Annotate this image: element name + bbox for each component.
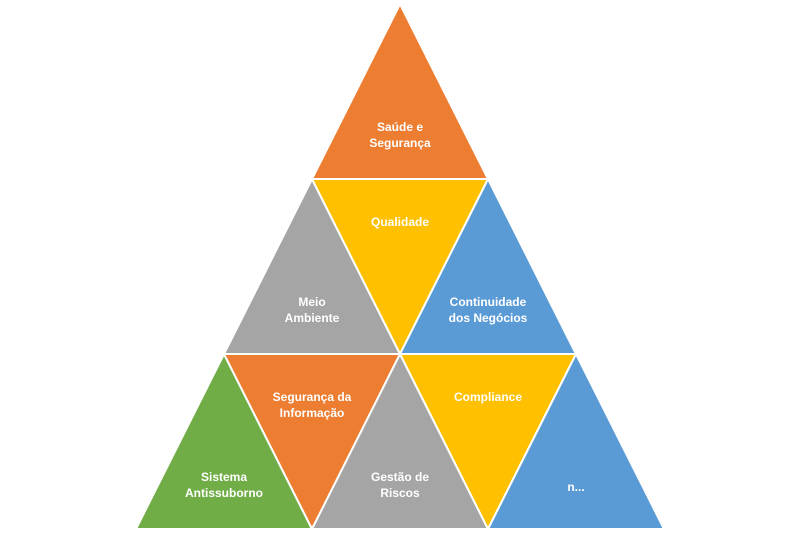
label-saude-seguranca: Saúde e Segurança — [369, 120, 431, 150]
label-continuidade-negocios: Continuidade dos Negócios — [448, 295, 528, 325]
label-sistema-antissuborno: Sistema Antissuborno — [185, 470, 263, 500]
label-more: n... — [567, 480, 585, 494]
label-compliance: Compliance — [453, 390, 522, 404]
label-meio-ambiente: Meio Ambiente — [284, 295, 340, 325]
tile-saude-seguranca — [310, 1, 490, 180]
label-qualidade: Qualidade — [370, 215, 429, 229]
label-gestao-riscos: Gestão de Riscos — [370, 470, 430, 500]
label-seguranca-informacao: Segurança da Informação — [272, 390, 352, 420]
tile-more — [486, 351, 666, 530]
